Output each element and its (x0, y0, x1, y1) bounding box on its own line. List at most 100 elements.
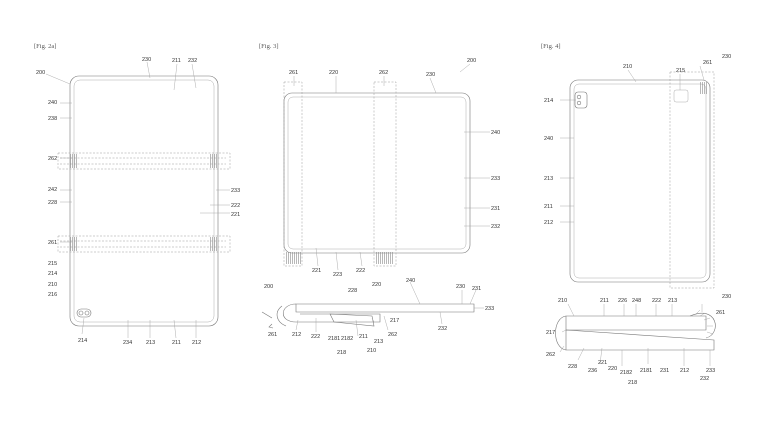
fig3-label: 200 (467, 58, 476, 64)
fig3-label: 233 (485, 306, 494, 312)
fig4-sensor (673, 89, 689, 103)
fig2a-label: 221 (231, 212, 240, 218)
fig3-side-fold (282, 303, 381, 323)
fig2a-device-outer (69, 75, 219, 327)
fig2a-hinge-band-upper (57, 152, 231, 170)
fig2a-label: 215 (48, 261, 57, 267)
fig4-label: 215 (676, 68, 685, 74)
fig3-label: 261 (289, 70, 298, 76)
fig4-hinge-hatch (700, 82, 708, 94)
fig4-label: 230 (722, 294, 731, 300)
fig3-label: 211 (359, 334, 368, 340)
fig4-label: 231 (660, 368, 669, 374)
fig2a-label: 240 (48, 100, 57, 106)
fig4-label: 218 (628, 380, 637, 386)
fig3-hinge-region-middle (373, 81, 397, 267)
fig3-label: 221 (312, 268, 321, 274)
fig4-leader-lines (559, 65, 711, 366)
fig3-label: 261 (268, 332, 277, 338)
fig4-label: 213 (544, 176, 553, 182)
fig3-label: 231 (491, 206, 500, 212)
figure-3: [Fig. 3] (259, 43, 500, 356)
fig2a-label: 212 (192, 340, 201, 346)
fig4-label: 222 (652, 298, 661, 304)
fig4-label: 212 (544, 220, 553, 226)
fig3-label: 228 (348, 288, 357, 294)
fig3-label: 240 (491, 130, 500, 136)
fig2a-label: 200 (36, 70, 45, 76)
fig3-side-curl (276, 305, 287, 327)
fig2a-label: 233 (231, 188, 240, 194)
fig3-caption: [Fig. 3] (259, 43, 279, 50)
fig2a-hinge-hatch (70, 154, 78, 168)
fig2a-label: 214 (48, 271, 57, 277)
fig3-side-plate (295, 303, 475, 313)
fig2a-label: 216 (48, 292, 57, 298)
fig3-hinge-hatch (285, 252, 301, 264)
fig4-label: 2182 (620, 370, 632, 376)
fig3-label: 232 (491, 224, 500, 230)
fig4-label: 214 (544, 98, 553, 104)
fig4-camera-lens (576, 100, 582, 106)
fig4-device-inner (573, 83, 707, 279)
fig3-label: 223 (333, 272, 342, 278)
fig2a-hinge-hatch (70, 237, 78, 251)
fig4-label: 211 (600, 298, 609, 304)
figure-4: [Fig. 4] (541, 43, 731, 386)
fig3-side-slider (329, 313, 375, 327)
fig2a-label: 210 (48, 282, 57, 288)
fig4-label: 221 (598, 360, 607, 366)
fig2a-caption: [Fig. 2a] (34, 43, 56, 50)
fig2a-label: 213 (146, 340, 155, 346)
fig3-label: 220 (329, 70, 338, 76)
fig4-camera-lens (576, 94, 582, 100)
fig4-side-roller-teeth (695, 309, 714, 335)
fig4-label: 261 (716, 310, 725, 316)
fig3-device-outer (283, 92, 471, 254)
fig3-label: 2181 (328, 336, 340, 342)
fig2a-label: 214 (78, 338, 87, 344)
fig4-side-plate-upper (565, 315, 707, 331)
fig4-label: 210 (558, 298, 567, 304)
fig3-label: 232 (438, 326, 447, 332)
fig2a-label: 261 (48, 240, 57, 246)
fig3-label: 200 (264, 284, 273, 290)
fig4-caption: [Fig. 4] (541, 43, 561, 50)
fig2a-label: 211 (172, 58, 181, 64)
fig3-label: 210 (367, 348, 376, 354)
fig3-label: 230 (426, 72, 435, 78)
fig3-label: 222 (311, 334, 320, 340)
fig4-label: 262 (546, 352, 555, 358)
fig2a-label: 234 (123, 340, 132, 346)
fig4-label: 232 (700, 376, 709, 382)
fig2a-label: 262 (48, 156, 57, 162)
fig2a-label: 211 (172, 340, 181, 346)
fig4-label: 212 (680, 368, 689, 374)
fig4-side-roller (689, 313, 716, 339)
fig4-label: 2181 (640, 368, 652, 374)
fig3-device-inner (287, 96, 467, 250)
fig4-label: 220 (608, 366, 617, 372)
fig3-label: 222 (356, 268, 365, 274)
fig4-label: 233 (706, 368, 715, 374)
fig4-label: 230 (722, 54, 731, 60)
fig3-rotation-arrow (268, 323, 274, 329)
figure-2a: [Fig. 2a] (34, 43, 240, 346)
fig2a-label: 222 (231, 203, 240, 209)
fig4-label: 228 (568, 364, 577, 370)
fig3-label: 217 (390, 318, 399, 324)
fig4-side-curl (555, 315, 567, 351)
fig3-hinge-hatch (376, 252, 394, 264)
fig2a-label: 230 (142, 57, 151, 63)
fig3-label: 231 (472, 286, 481, 292)
fig2a-camera-module (76, 308, 92, 318)
fig3-hinge-region-left (283, 81, 303, 267)
fig2a-hinge-band-lower (57, 235, 231, 253)
fig2a-label: 228 (48, 200, 57, 206)
fig3-label: 212 (292, 332, 301, 338)
fig3-arrow (261, 311, 273, 319)
fig4-label: 261 (703, 60, 712, 66)
fig4-label: 211 (544, 204, 553, 210)
fig2a-camera-lens (84, 310, 90, 316)
fig3-label: 230 (456, 284, 465, 290)
